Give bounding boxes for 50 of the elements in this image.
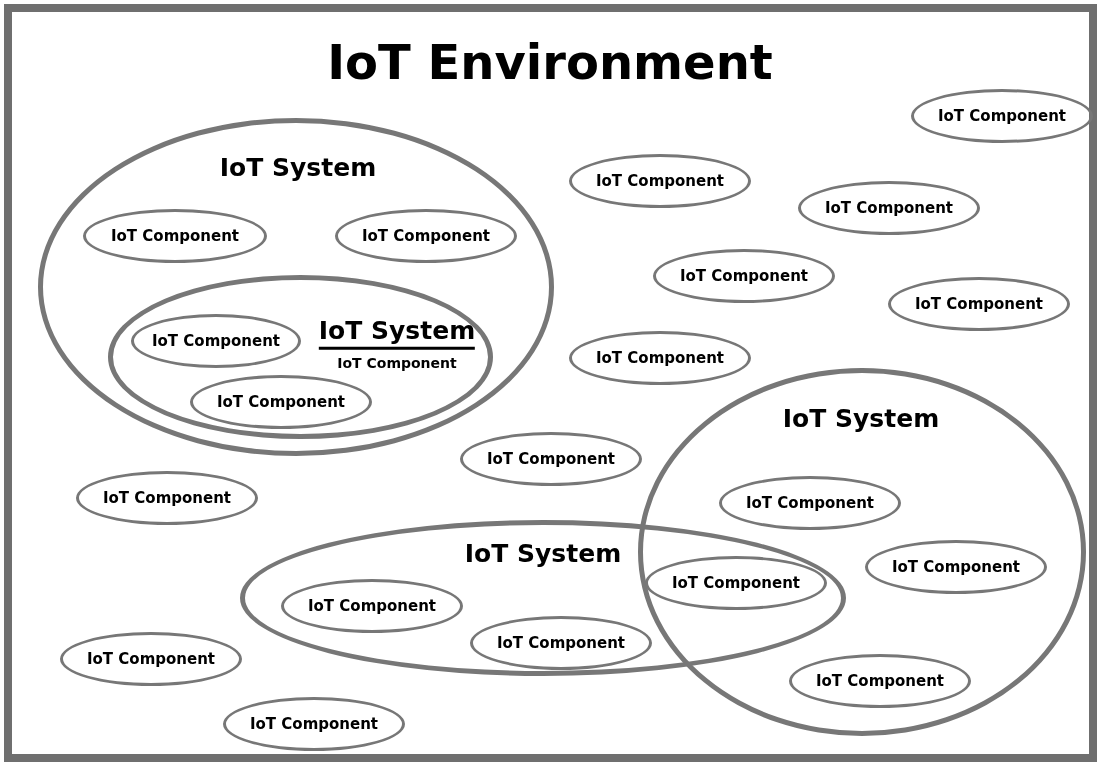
component-ellipse xyxy=(569,331,751,385)
component-label: IoT Component xyxy=(892,558,1020,576)
component-ellipse xyxy=(645,556,827,610)
component-ellipse xyxy=(888,277,1070,331)
component-label: IoT Component xyxy=(217,393,345,411)
component-ellipse xyxy=(131,314,301,368)
component-label: IoT Component xyxy=(825,199,953,217)
component-label: IoT Component xyxy=(250,715,378,733)
system-ellipse xyxy=(638,368,1086,736)
component-ellipse xyxy=(719,476,901,530)
component-ellipse xyxy=(789,654,971,708)
component-label: IoT Component xyxy=(596,349,724,367)
component-ellipse xyxy=(83,209,267,263)
system-heading: IoT System xyxy=(318,316,476,350)
component-ellipse xyxy=(76,471,258,525)
environment-frame xyxy=(4,4,1097,762)
component-ellipse xyxy=(190,375,372,429)
component-label: IoT Component xyxy=(746,494,874,512)
component-ellipse xyxy=(865,540,1047,594)
component-label: IoT Component xyxy=(152,332,280,350)
system-ellipse xyxy=(240,520,846,676)
component-ellipse xyxy=(335,209,517,263)
component-label: IoT Component xyxy=(87,650,215,668)
component-ellipse xyxy=(223,697,405,751)
component-ellipse xyxy=(911,89,1093,143)
component-label: IoT Component xyxy=(337,356,457,372)
component-ellipse xyxy=(281,579,463,633)
system-ellipse xyxy=(108,275,493,439)
system-heading: IoT System xyxy=(464,540,622,568)
component-ellipse xyxy=(569,154,751,208)
component-label: IoT Component xyxy=(915,295,1043,313)
component-label: IoT Component xyxy=(680,267,808,285)
component-label: IoT Component xyxy=(816,672,944,690)
component-label: IoT Component xyxy=(497,634,625,652)
system-heading: IoT System xyxy=(219,154,377,182)
component-label: IoT Component xyxy=(596,172,724,190)
component-ellipse xyxy=(653,249,835,303)
component-ellipse xyxy=(460,432,642,486)
component-label: IoT Component xyxy=(103,489,231,507)
component-label: IoT Component xyxy=(362,227,490,245)
environment-heading: IoT Environment xyxy=(327,35,773,89)
component-ellipse xyxy=(60,632,242,686)
component-label: IoT Component xyxy=(308,597,436,615)
component-ellipse xyxy=(798,181,980,235)
component-ellipse xyxy=(470,616,652,670)
component-label: IoT Component xyxy=(672,574,800,592)
component-label: IoT Component xyxy=(487,450,615,468)
system-heading: IoT System xyxy=(782,405,940,433)
component-label: IoT Component xyxy=(111,227,239,245)
component-label: IoT Component xyxy=(938,107,1066,125)
